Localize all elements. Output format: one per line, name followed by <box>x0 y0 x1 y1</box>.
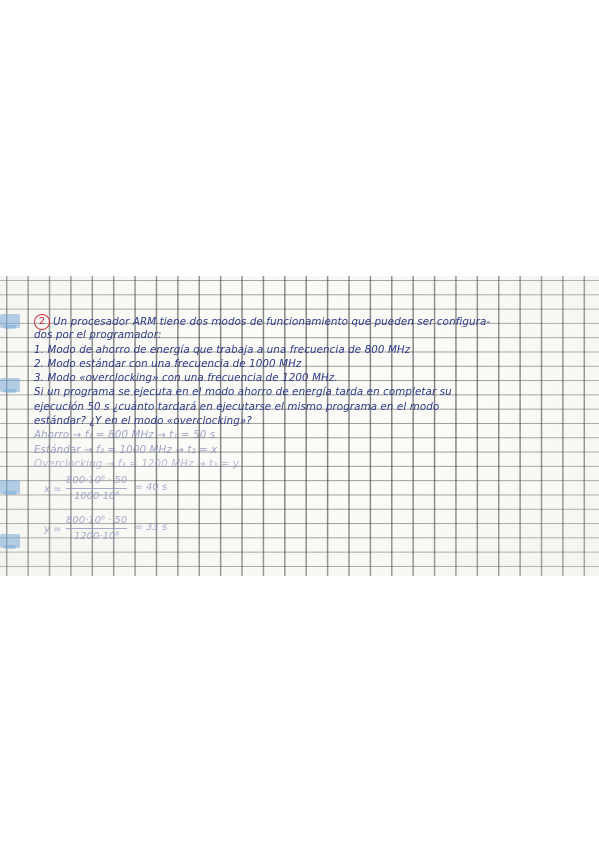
fraction-bar <box>66 528 128 529</box>
problem-line: Si un programa se ejecuta en el modo aho… <box>34 386 452 399</box>
problem-line: 1. Modo de ahorro de energía que trabaja… <box>34 343 411 356</box>
calc-x-lhs: x = <box>44 484 62 495</box>
calc-y-result: = 33 s <box>134 522 168 533</box>
fraction-bar <box>66 488 128 489</box>
calc-x-denominator: 1000·10⁶ <box>73 491 120 502</box>
margin-mark <box>0 378 20 393</box>
given-line: Ahorro → f₁ = 800 MHz → t₁ = 50 s <box>34 429 216 442</box>
problem-number: 2 <box>34 314 50 330</box>
margin-mark <box>0 480 20 495</box>
calc-y-numerator: 800·10⁶ · 50 <box>66 515 128 526</box>
given-line: Estándar → f₂ = 1000 MHz → t₂ = x <box>34 443 218 456</box>
problem-line: ejecución 50 s ¿cuánto tardará en ejecut… <box>34 400 440 413</box>
calc-x: x = 800·10⁶ · 50 1000·10⁶ = 40 s <box>44 474 167 503</box>
calc-y-denominator: 1200·10⁶ <box>73 531 120 542</box>
given-line: Overclocking → f₃ = 1200 MHz → t₃ = y <box>34 457 240 470</box>
calc-y: y = 800·10⁶ · 50 1200·10⁶ = 33 s <box>44 514 167 543</box>
calc-x-numerator: 800·10⁶ · 50 <box>66 475 128 486</box>
calc-y-lhs: y = <box>44 524 62 535</box>
margin-marks <box>0 296 22 556</box>
problem-line: 3. Modo «overclocking» con una frecuenci… <box>34 372 338 385</box>
problem-line: 2. Modo estándar con una frecuencia de 1… <box>34 357 302 370</box>
problem-line: dos por el programador: <box>34 329 162 342</box>
margin-mark <box>0 534 20 549</box>
calc-x-result: = 40 s <box>134 482 168 493</box>
margin-mark <box>0 314 20 329</box>
problem-line: estándar? ¿Y en el modo «overclocking»? <box>34 415 252 428</box>
